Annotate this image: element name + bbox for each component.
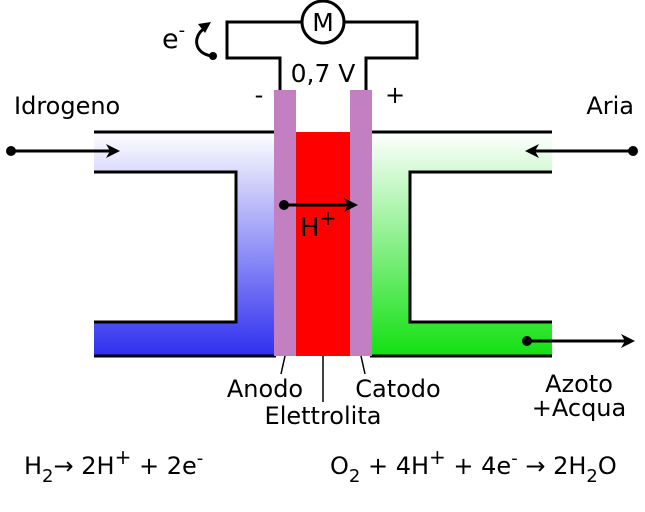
exhaust-label-line1: Azoto (545, 370, 613, 398)
electron-flow-arrow (195, 26, 213, 58)
proton-flow-arrowhead (344, 198, 358, 212)
minus-terminal: - (255, 81, 264, 109)
electrolyte (296, 132, 350, 356)
cathode-reaction-equation: O2 + 4H+ + 4e- → 2H2O (330, 445, 617, 487)
proton-label: H+ (300, 206, 336, 243)
plus-terminal: + (385, 81, 405, 109)
proton-flow-dot (279, 200, 289, 210)
external-circuit-wire (225, 20, 419, 90)
air-inlet-dot (628, 146, 638, 156)
hydrogen-label: Idrogeno (14, 92, 120, 120)
anode-leader-line (280, 355, 286, 375)
exhaust-outlet-dot (522, 336, 532, 346)
electrolyte-label: Elettrolita (265, 402, 382, 430)
anode-label: Anodo (227, 375, 303, 403)
air-label: Aria (586, 92, 634, 120)
electron-label: e- (162, 20, 185, 55)
air-inlet-arrowhead (525, 144, 539, 158)
air-channel-outline (370, 130, 552, 358)
motor-circle (300, 0, 346, 45)
cathode-electrode (350, 90, 372, 356)
electron-arrow-dot (209, 52, 217, 60)
cathode-leader-line (360, 355, 366, 375)
voltage-label: 0,7 V (291, 59, 356, 88)
motor-label: M (312, 8, 334, 37)
hydrogen-inlet-dot (6, 146, 16, 156)
anode-reaction-equation: H2→ 2H+ + 2e- (24, 445, 203, 487)
anode-electrode (274, 90, 296, 356)
hydrogen-channel-outline (94, 130, 276, 358)
cathode-label: Catodo (355, 375, 440, 403)
electron-arrowhead (198, 22, 211, 33)
exhaust-label-line2: +Acqua (532, 394, 626, 422)
hydrogen-inlet-arrowhead (106, 144, 120, 158)
exhaust-outlet-arrowhead (621, 334, 635, 348)
